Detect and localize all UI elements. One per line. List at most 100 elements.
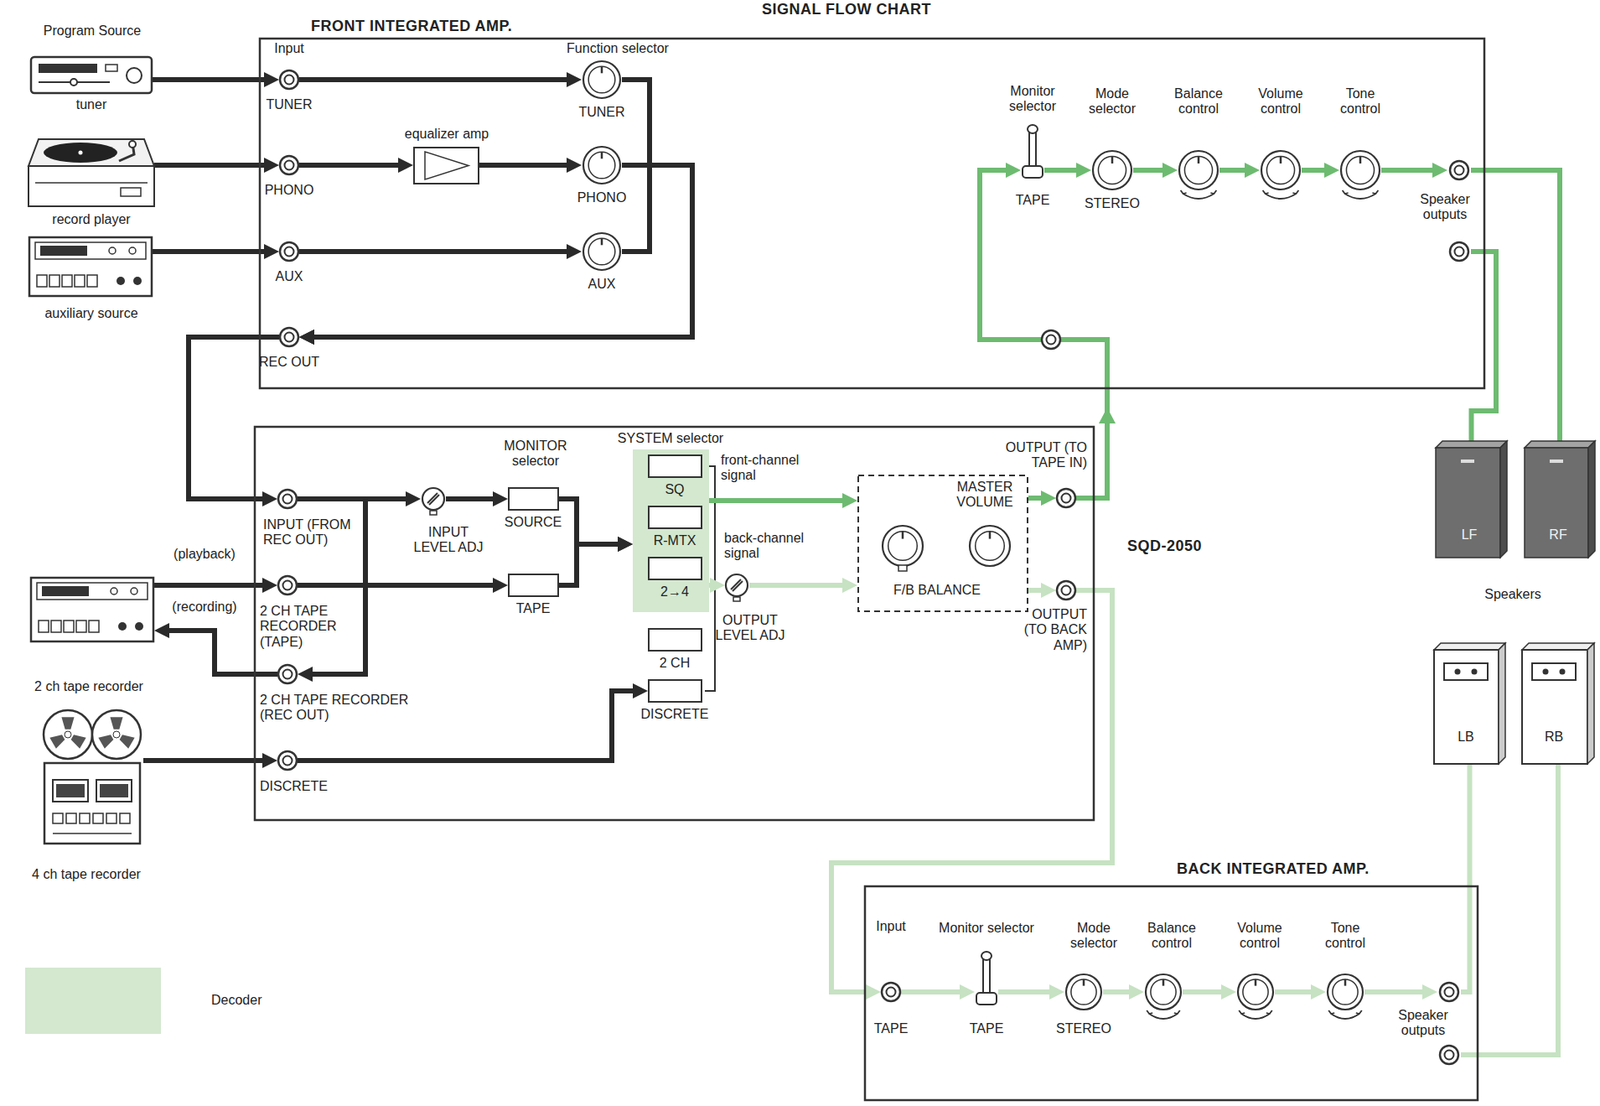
drawing-part [1174, 1009, 1181, 1014]
input-jack: PHONO [279, 155, 300, 176]
speaker-outputs-label: Speaker outputs [1415, 191, 1475, 223]
output-jack-shape [1056, 579, 1077, 601]
signal-connector [479, 162, 567, 168]
drawing-part [1261, 150, 1300, 190]
front-speaker-label: RF [1548, 527, 1567, 543]
diagram-title: SIGNAL FLOW CHART [761, 0, 932, 19]
back-speaker-label: LB [1457, 729, 1475, 745]
control-knob-shape [1259, 149, 1302, 192]
signal-connector [1460, 763, 1559, 1055]
front-speaker: RF [1524, 440, 1595, 558]
drawing-part [1455, 247, 1465, 257]
drawing-part [283, 669, 293, 679]
drawing-part [1435, 440, 1507, 448]
drawing-part [1559, 668, 1566, 675]
drawing-part [1210, 190, 1217, 194]
control-knob-label: Balance control [1165, 86, 1233, 118]
drawing-part [105, 64, 118, 72]
drawing-part [98, 734, 114, 749]
drawing-part [1180, 190, 1187, 194]
signal-connector [299, 248, 567, 254]
output-jack-label: REC OUT [258, 354, 320, 370]
control-group-label: F/B BALANCE [893, 582, 981, 598]
drawing-part [1261, 150, 1300, 199]
drawing-part [1434, 642, 1506, 650]
front-speaker: LF [1435, 440, 1507, 558]
drawing-part [588, 238, 616, 265]
output-jack: 2 CH TAPE RECORDER (REC OUT) [277, 663, 298, 684]
signal-connector [831, 590, 1113, 992]
drawing-part [1238, 1009, 1245, 1014]
signal-connector [152, 77, 265, 83]
drawing-part [1328, 1009, 1335, 1014]
drawing-part [96, 779, 132, 802]
signal-connector [314, 165, 693, 337]
drawing-part [1498, 642, 1506, 764]
drawing-part [414, 147, 479, 184]
drawing-part [38, 620, 49, 632]
input-jack-label: 2 CH TAPE RECORDER (TAPE) [259, 603, 354, 650]
input-jack: TAPE [880, 981, 901, 1002]
function-knob-shape [581, 144, 622, 186]
drawing-part [1022, 124, 1043, 178]
drawing-part [1449, 160, 1469, 180]
level-knob: INPUT LEVEL ADJ [420, 486, 446, 512]
input-jack-label: PHONO [264, 182, 315, 198]
function-knob-shape [581, 59, 622, 100]
drawing-part [1522, 642, 1595, 764]
drawing-part [52, 812, 63, 824]
drawing-part [1092, 150, 1132, 190]
edge-label: back-channel signal [722, 530, 819, 562]
control-group-label: MASTER VOLUME [945, 479, 1026, 511]
drawing-part [43, 709, 93, 759]
control-knob: Volume control [1236, 972, 1275, 1011]
function-knob: PHONO [581, 144, 622, 186]
drawing-part [1082, 978, 1086, 986]
drawing-part [29, 237, 152, 296]
drawing-part [35, 181, 148, 184]
drawing-part [49, 274, 60, 287]
drawing-part [279, 70, 299, 89]
drawing-part [600, 238, 604, 245]
drawing-part [116, 276, 125, 285]
drawing-part [51, 620, 62, 632]
drawing-part [283, 580, 293, 591]
function-knob-label: PHONO [577, 190, 627, 206]
drawing-part [1111, 155, 1114, 164]
drawing-part [130, 587, 138, 595]
signal-connector [559, 498, 618, 544]
drawing-part [1162, 978, 1166, 986]
drawing-part [61, 716, 74, 730]
control-knob-shape [1064, 972, 1103, 1011]
edge-label: (playback) [171, 546, 238, 562]
drawing-part [1522, 642, 1595, 650]
drawing-part [422, 487, 445, 515]
drawing-part [648, 679, 702, 702]
drawing-part [1522, 649, 1588, 764]
output-jack: OUTPUT (TO TAPE IN) [1056, 487, 1077, 508]
drawing-part [120, 187, 141, 197]
drawing-part [1500, 440, 1507, 558]
drawing-part [648, 455, 702, 477]
selector-button: TAPE [507, 573, 560, 597]
drawing-part [1061, 493, 1072, 503]
selector-button-shape [507, 486, 560, 511]
drawing-part [1435, 447, 1501, 558]
drawing-part [588, 66, 616, 94]
drawing-part [44, 762, 140, 844]
selector-button-shape [647, 556, 703, 580]
drawing-part [129, 140, 136, 148]
input-jack-label: INPUT (FROM REC OUT) [263, 517, 358, 549]
drawing-part [733, 596, 741, 601]
drawing-part [1439, 1045, 1459, 1064]
drawing-part [93, 812, 104, 824]
auxiliary-source: auxiliary source [28, 236, 153, 297]
drawing-part [52, 779, 89, 802]
toggle-switch-shape [974, 948, 999, 1008]
drawing-part [70, 78, 78, 86]
back-speaker-label: RB [1544, 729, 1564, 745]
drawing-part [62, 274, 73, 287]
drawing-part [126, 67, 142, 83]
drawing-part [583, 233, 621, 270]
drawing-part [259, 38, 1485, 389]
